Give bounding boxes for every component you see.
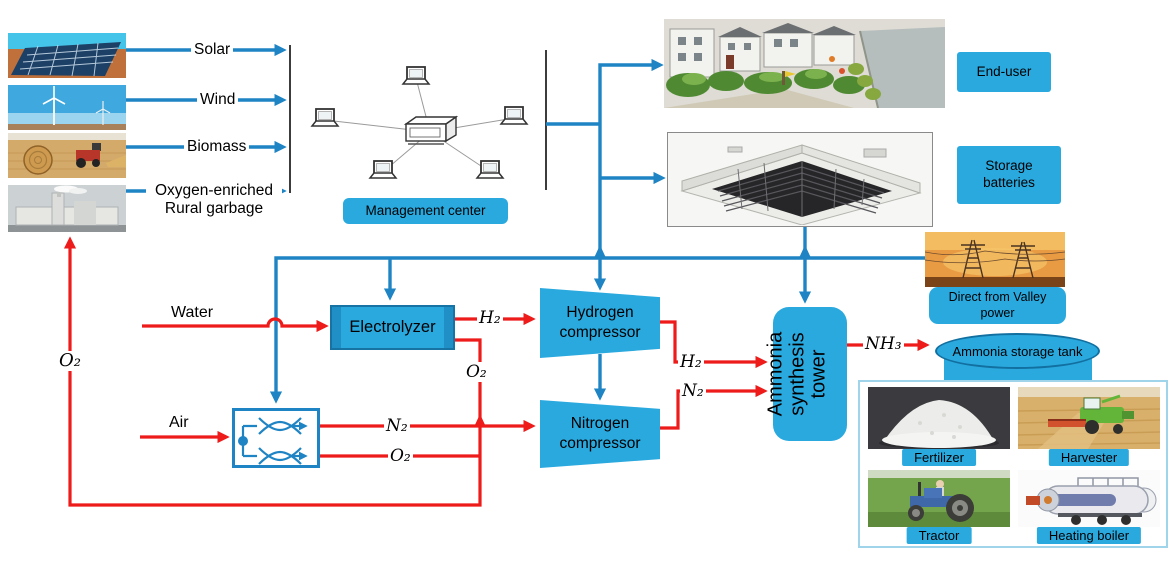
nitrogen-compressor-text: Nitrogen compressor bbox=[559, 414, 641, 452]
fertilizer-pile-icon bbox=[868, 387, 1010, 449]
h2-label: H₂ bbox=[477, 308, 503, 328]
air-label: Air bbox=[166, 414, 192, 432]
tractor-icon bbox=[868, 470, 1010, 527]
harvester-photo bbox=[1018, 387, 1160, 449]
water-label: Water bbox=[168, 304, 217, 322]
ammonia-storage-tank: Ammonia storage tank bbox=[935, 333, 1100, 369]
ammonia-synthesis-tower-text: Ammonia synthesis tower bbox=[764, 331, 830, 417]
wind-photo bbox=[8, 85, 126, 130]
fertilizer-label: Fertilizer bbox=[902, 449, 976, 466]
nh3-label: NH₃ bbox=[863, 334, 904, 354]
ammonia-synthesis-tower: Ammonia synthesis tower bbox=[765, 307, 847, 441]
heating-boiler-text: Heating boiler bbox=[1048, 528, 1130, 543]
storage-batteries-label: Storage batteries bbox=[957, 146, 1061, 204]
biomass-photo bbox=[8, 133, 126, 178]
storage-batteries-text: Storage batteries bbox=[983, 158, 1035, 190]
battery-warehouse-icon bbox=[680, 144, 922, 226]
o2-label: O₂ bbox=[464, 362, 489, 382]
hydrogen-compressor-text: Hydrogen compressor bbox=[559, 303, 641, 341]
solar-label: Solar bbox=[191, 41, 234, 59]
transmission-towers-icon bbox=[925, 232, 1065, 287]
electrolyzer-text: Electrolyzer bbox=[349, 318, 436, 336]
hydrogen-compressor: Hydrogen compressor bbox=[540, 288, 660, 358]
valley-power-label: Direct from Valley power bbox=[929, 287, 1066, 324]
n2-label: N₂ bbox=[384, 416, 410, 436]
tractor-text: Tractor bbox=[918, 528, 960, 543]
o2-return-label: O₂ bbox=[57, 350, 83, 371]
solar-photo bbox=[8, 33, 126, 78]
air-separation-unit bbox=[232, 408, 320, 468]
valley-power-photo bbox=[925, 232, 1065, 287]
village-icon bbox=[664, 19, 945, 108]
hay-bale-icon bbox=[8, 133, 126, 178]
end-user-photo bbox=[664, 19, 945, 108]
biomass-label: Biomass bbox=[184, 138, 250, 156]
valley-power-text: Direct from Valley power bbox=[948, 289, 1047, 320]
storage-batteries-photo bbox=[667, 132, 933, 227]
end-user-text: End-user bbox=[976, 63, 1032, 79]
management-center-label: Management center bbox=[343, 198, 508, 224]
fertilizer-photo bbox=[868, 387, 1010, 449]
fertilizer-text: Fertilizer bbox=[914, 450, 964, 465]
heating-boiler-photo bbox=[1018, 470, 1160, 527]
air-separator-icon bbox=[238, 417, 308, 465]
wind-turbine-icon bbox=[8, 85, 126, 130]
nitrogen-compressor: Nitrogen compressor bbox=[540, 400, 660, 468]
harvester-text: Harvester bbox=[1060, 450, 1118, 465]
electrolyzer-box: Electrolyzer bbox=[330, 305, 455, 350]
harvester-label: Harvester bbox=[1048, 449, 1130, 466]
o2-asu-label: O₂ bbox=[388, 446, 413, 466]
products-panel: Fertilizer Harvester bbox=[858, 380, 1168, 548]
harvester-icon bbox=[1018, 387, 1160, 449]
end-user-label: End-user bbox=[957, 52, 1051, 92]
rural-garbage-label: Oxygen-enriched Rural garbage bbox=[146, 182, 282, 218]
ammonia-storage-tank-text: Ammonia storage tank bbox=[952, 343, 1083, 359]
wind-label: Wind bbox=[197, 91, 239, 109]
management-network-graphic bbox=[311, 66, 528, 179]
tractor-photo bbox=[868, 470, 1010, 527]
heating-boiler-label: Heating boiler bbox=[1036, 527, 1142, 544]
management-center-text: Management center bbox=[365, 202, 486, 218]
incinerator-plant-icon bbox=[8, 185, 126, 232]
n2-feed-label: N₂ bbox=[680, 381, 706, 401]
tractor-label: Tractor bbox=[906, 527, 972, 544]
garbage-plant-photo bbox=[8, 185, 126, 232]
solar-panels-icon bbox=[8, 33, 126, 78]
boiler-icon bbox=[1018, 470, 1160, 527]
server-icon bbox=[403, 115, 459, 145]
h2-feed-label: H₂ bbox=[678, 352, 704, 372]
